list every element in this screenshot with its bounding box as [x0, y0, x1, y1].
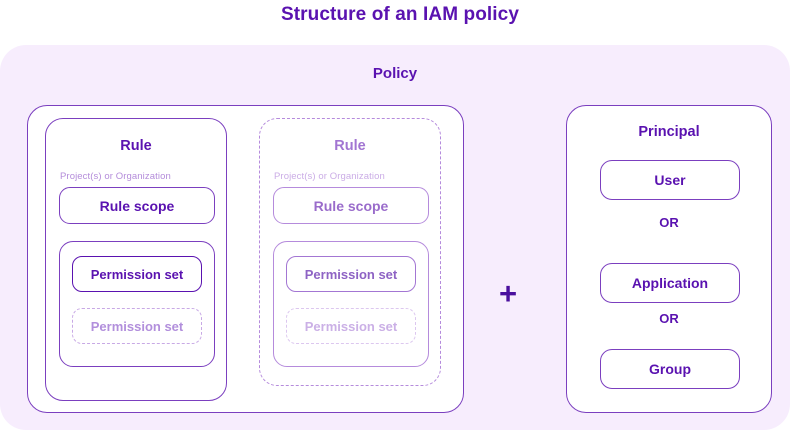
principal-separator-2: OR	[659, 311, 679, 326]
permission-set-group: Permission set Permission set	[59, 241, 215, 367]
rule-title: Rule	[120, 138, 152, 154]
policy-panel: Policy Rule Project(s) or Organization R…	[0, 45, 790, 430]
rule-scope-label: Project(s) or Organization	[274, 171, 385, 182]
page-title: Structure of an IAM policy	[280, 4, 519, 25]
rules-container: Rule Project(s) or Organization Rule sco…	[27, 105, 464, 413]
permission-set-box-1[interactable]: Permission set	[72, 256, 202, 292]
rule-scope-label: Project(s) or Organization	[60, 171, 171, 182]
permission-set-group: Permission set Permission set	[273, 241, 429, 367]
principal-container: Principal User OR Application OR Group	[566, 105, 772, 413]
principal-separator-1: OR	[659, 215, 679, 230]
permission-set-box-2[interactable]: Permission set	[286, 308, 416, 344]
permission-set-box-1[interactable]: Permission set	[286, 256, 416, 292]
rule-scope-box[interactable]: Rule scope	[273, 187, 429, 224]
principal-item-group[interactable]: Group	[600, 349, 740, 389]
rule-scope-box[interactable]: Rule scope	[59, 187, 215, 224]
rule-card-1[interactable]: Rule Project(s) or Organization Rule sco…	[45, 118, 227, 401]
plus-icon: +	[498, 276, 518, 311]
permission-set-box-2[interactable]: Permission set	[72, 308, 202, 344]
policy-label: Policy	[372, 65, 418, 82]
rule-title: Rule	[334, 138, 366, 154]
principal-title: Principal	[638, 124, 700, 140]
rule-card-2[interactable]: Rule Project(s) or Organization Rule sco…	[259, 118, 441, 386]
principal-item-application[interactable]: Application	[600, 263, 740, 303]
principal-item-user[interactable]: User	[600, 160, 740, 200]
